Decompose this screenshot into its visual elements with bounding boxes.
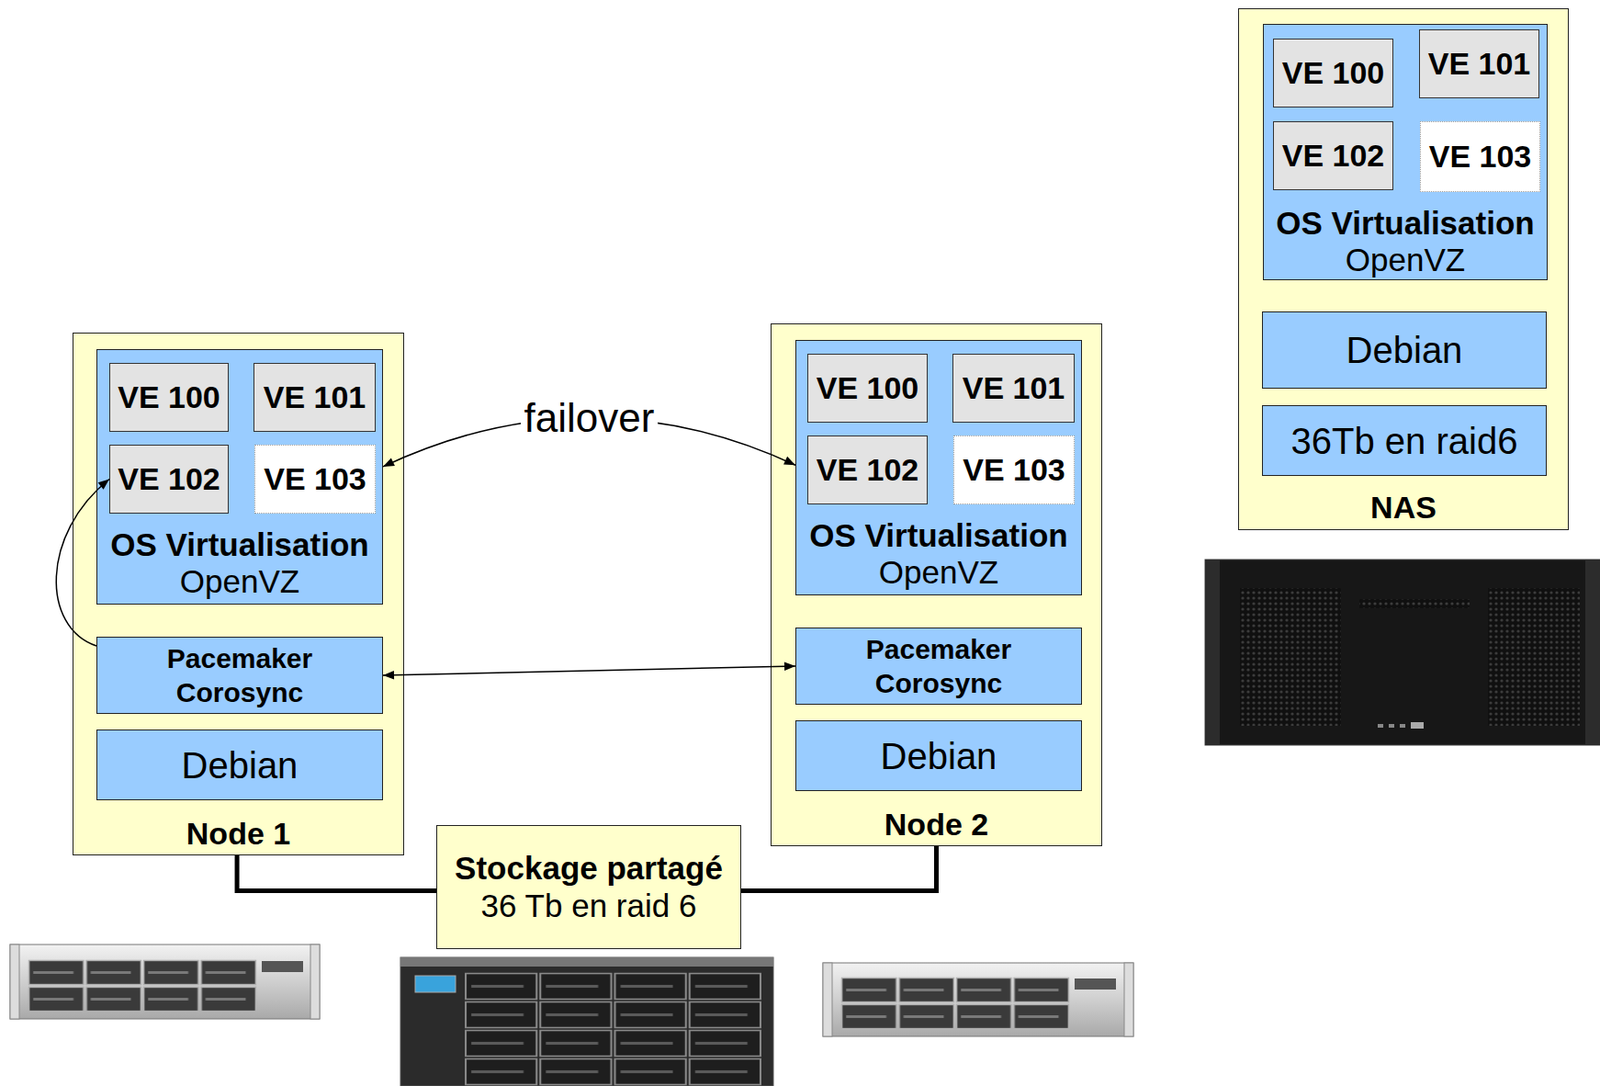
box-label: 36 Tb en raid 6 bbox=[481, 887, 698, 924]
nas-box: NAS OS VirtualisationOpenVZ VE 100 VE 101VE… bbox=[1238, 8, 1569, 530]
text-area: Node 1 bbox=[73, 811, 404, 857]
text-area: OS VirtualisationOpenVZ bbox=[796, 513, 1082, 595]
box-label: Pacemaker Corosync bbox=[167, 641, 313, 710]
os-layer: Debian bbox=[1261, 311, 1547, 389]
storage-array bbox=[400, 957, 774, 1086]
box-label: VE 101 bbox=[962, 370, 1066, 406]
storage-layer: 36Tb en raid6 bbox=[1261, 405, 1547, 476]
virtualisation-layer: OS VirtualisationOpenVZ VE 100 VE 101 VE 10… bbox=[795, 339, 1082, 596]
container-box: VE 100 bbox=[807, 353, 928, 423]
container-box: VE 100 bbox=[109, 362, 229, 432]
box-label: VE 102 bbox=[117, 461, 221, 497]
box-label: VE 102 bbox=[1282, 137, 1386, 174]
connector bbox=[236, 855, 437, 891]
box-label: OS Virtualisation bbox=[110, 526, 369, 564]
container-box: VE 103 bbox=[1419, 121, 1541, 192]
box-label: Node 2 bbox=[884, 806, 989, 843]
text-area: OS VirtualisationOpenVZ bbox=[97, 522, 383, 604]
box-label: OpenVZ bbox=[1345, 241, 1465, 279]
box-label: VE 101 bbox=[263, 379, 367, 416]
virtualisation-layer: OS VirtualisationOpenVZ VE 100 VE 101 VE 10… bbox=[96, 349, 384, 605]
container-box: VE 100 bbox=[1273, 38, 1394, 108]
box-label: NAS bbox=[1370, 489, 1437, 526]
text-area: OS VirtualisationOpenVZ bbox=[1263, 201, 1547, 282]
cluster-layer: Pacemaker Corosync bbox=[795, 627, 1082, 705]
box-label: VE 102 bbox=[816, 451, 920, 488]
box-label: OpenVZ bbox=[878, 553, 999, 591]
server-node: Node 1 OS VirtualisationOpenVZ VE 100 VE 10… bbox=[72, 332, 405, 856]
box-label: 36Tb en raid6 bbox=[1291, 419, 1519, 462]
box-label: OpenVZ bbox=[180, 563, 300, 600]
container-box: VE 102 bbox=[807, 435, 928, 505]
box-label: Stockage partagé bbox=[454, 849, 723, 887]
box-label: VE 100 bbox=[117, 379, 221, 416]
box-label: VE 101 bbox=[1428, 45, 1532, 82]
edge-label: failover bbox=[520, 394, 659, 440]
box-label: Debian bbox=[181, 743, 299, 787]
box-label: VE 100 bbox=[1282, 55, 1386, 91]
box-label: VE 103 bbox=[962, 451, 1066, 488]
virtualisation-layer: OS VirtualisationOpenVZ VE 100 VE 101 VE 10… bbox=[1262, 23, 1548, 281]
text-area: NAS bbox=[1239, 485, 1568, 530]
connector bbox=[741, 845, 937, 891]
container-box: VE 101 bbox=[952, 353, 1075, 423]
connector bbox=[383, 665, 796, 676]
box-label: Pacemaker Corosync bbox=[866, 631, 1012, 701]
box-label: Debian bbox=[1346, 328, 1464, 372]
box-label: OS Virtualisation bbox=[1275, 204, 1534, 242]
container-box: VE 101 bbox=[1419, 29, 1540, 99]
container-box: VE 102 bbox=[109, 444, 229, 514]
container-box: VE 101 bbox=[253, 362, 376, 432]
cluster-layer: Pacemaker Corosync bbox=[96, 636, 384, 714]
text-area: Node 2 bbox=[771, 801, 1102, 847]
box-label: VE 103 bbox=[1429, 138, 1533, 175]
container-box: VE 102 bbox=[1273, 121, 1394, 191]
container-box: VE 103 bbox=[254, 444, 376, 514]
box-label: Node 1 bbox=[186, 815, 291, 852]
server-node: Node 2 OS VirtualisationOpenVZ VE 100 VE 10… bbox=[770, 323, 1103, 846]
box-label: VE 103 bbox=[263, 461, 367, 497]
os-layer: Debian bbox=[795, 720, 1082, 791]
os-layer: Debian bbox=[96, 729, 384, 800]
storage-box: Stockage partagé36 Tb en raid 6 bbox=[436, 824, 742, 949]
nas-chassis bbox=[1205, 559, 1600, 745]
container-box: VE 103 bbox=[953, 435, 1075, 505]
server-2 bbox=[822, 962, 1134, 1037]
server-1 bbox=[10, 944, 320, 1019]
box-label: OS Virtualisation bbox=[809, 517, 1068, 554]
box-label: Debian bbox=[880, 734, 998, 778]
box-label: VE 100 bbox=[816, 370, 920, 406]
